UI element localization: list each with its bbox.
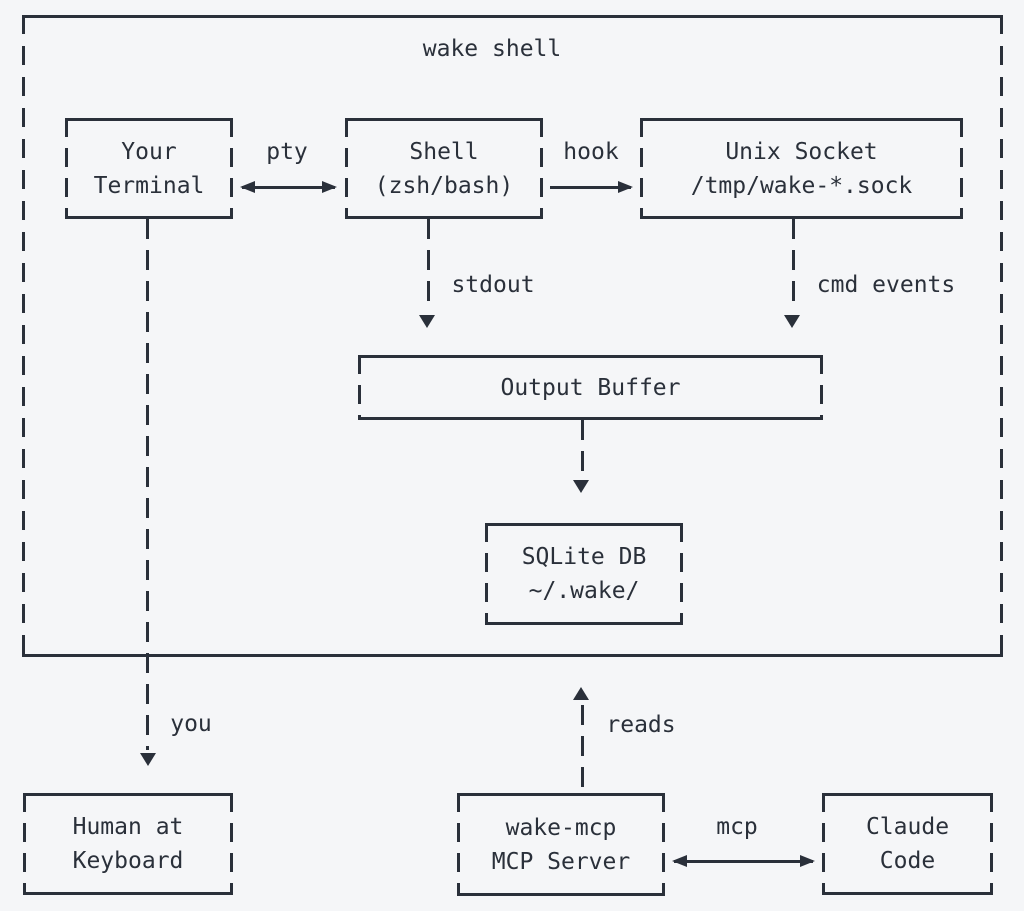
stdout-connector-line: [427, 219, 430, 311]
container-title: wake shell: [422, 36, 562, 62]
cmd-events-connector-line: [792, 219, 795, 309]
arrow-shaft: [674, 860, 813, 863]
arrowhead-down-icon: [140, 753, 156, 766]
node-label: Human at: [72, 814, 184, 840]
node-wake-mcp-server: wake-mcp MCP Server: [457, 793, 665, 896]
edge-label-cmd-events: cmd events: [816, 272, 956, 298]
node-unix-socket: Unix Socket /tmp/wake-*.sock: [640, 118, 963, 219]
node-label: Shell: [409, 138, 479, 165]
node-output-buffer: Output Buffer: [358, 355, 823, 420]
arrowhead-up-icon: [573, 687, 589, 700]
arrowhead-down-icon: [784, 315, 800, 328]
edge-label-you: you: [170, 711, 212, 737]
node-label: /tmp/wake-*.sock: [690, 172, 913, 199]
buffer-to-sqlite-connector-line: [581, 420, 584, 477]
node-label: (zsh/bash): [374, 172, 514, 199]
node-sqlite-db: SQLite DB ~/.wake/: [485, 523, 683, 625]
node-label: Output Buffer: [500, 374, 681, 401]
arrowhead-down-icon: [419, 315, 435, 328]
mcp-double-arrow: [672, 855, 815, 868]
node-human-at-keyboard: Human at Keyboard: [23, 793, 233, 895]
node-label: Your: [121, 138, 177, 165]
arrowhead-right-icon: [800, 855, 815, 867]
node-claude-code: Claude Code: [822, 793, 993, 895]
arrowhead-right-icon: [618, 181, 633, 193]
node-label: Keyboard: [72, 848, 184, 874]
node-shell: Shell (zsh/bash): [345, 118, 543, 219]
edge-label-hook: hook: [563, 139, 619, 165]
wake-shell-container-box: [22, 15, 1003, 657]
you-connector-line: [146, 219, 149, 750]
node-your-terminal: Your Terminal: [65, 118, 233, 219]
edge-label-stdout: stdout: [451, 272, 535, 298]
reads-connector-line: [581, 705, 584, 793]
arrow-shaft: [550, 186, 631, 189]
node-label: MCP Server: [491, 848, 631, 875]
edge-label-mcp: mcp: [716, 814, 758, 840]
node-label: Claude: [865, 814, 950, 840]
hook-arrow: [548, 181, 633, 194]
arrowhead-down-icon: [573, 480, 589, 493]
arrow-shaft: [242, 186, 335, 189]
node-label: Unix Socket: [725, 138, 878, 165]
arrowhead-right-icon: [322, 181, 337, 193]
edge-label-pty: pty: [266, 139, 308, 165]
node-label: SQLite DB: [521, 544, 647, 570]
node-label: Code: [879, 848, 936, 874]
node-label: Terminal: [93, 172, 205, 199]
node-label: wake-mcp: [505, 814, 617, 841]
node-label: ~/.wake/: [528, 578, 640, 604]
pty-double-arrow: [240, 181, 337, 194]
edge-label-reads: reads: [606, 712, 676, 738]
